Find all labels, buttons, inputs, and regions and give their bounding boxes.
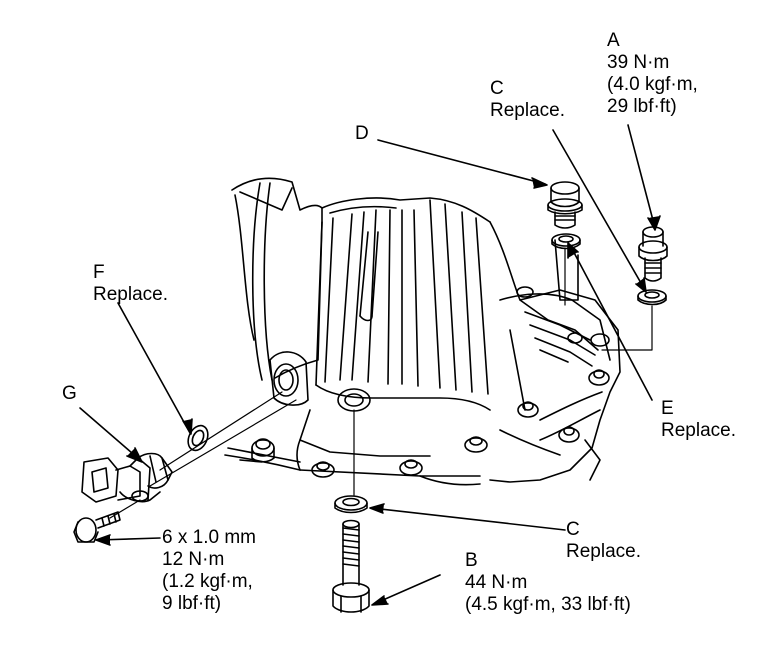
callout-a-letter: A — [607, 30, 620, 51]
plug-d — [547, 181, 583, 229]
washer-c-lower — [334, 495, 368, 514]
bolt-spec-line-1: 6 x 1.0 mm — [162, 527, 256, 548]
washer-c-upper — [637, 289, 667, 306]
callout-e-letter: E — [661, 398, 674, 419]
callout-a: A 39 N·m (4.0 kgf·m, 29 lbf·ft) — [607, 30, 698, 118]
callout-f: F Replace. — [93, 262, 168, 306]
callout-d-letter: D — [355, 123, 369, 144]
callout-a-line-2: (4.0 kgf·m, — [607, 74, 698, 95]
callout-c-top-letter: C — [490, 78, 504, 99]
callout-bolt-spec: 6 x 1.0 mm 12 N·m (1.2 kgf·m, 9 lbf·ft) — [162, 527, 256, 615]
bolt-spec-line-4: 9 lbf·ft) — [162, 593, 222, 614]
sensor-bolt — [73, 511, 121, 543]
callout-f-letter: F — [93, 262, 105, 283]
callout-g-letter: G — [62, 383, 77, 404]
washer-e — [551, 233, 581, 250]
callout-b: B 44 N·m (4.5 kgf·m, 33 lbf·ft) — [465, 550, 631, 616]
callout-b-letter: B — [465, 550, 478, 571]
drain-bolt-b — [332, 519, 370, 613]
callout-c-bottom-line-1: Replace. — [566, 541, 641, 562]
bolt-spec-line-3: (1.2 kgf·m, — [162, 571, 253, 592]
callout-b-line-2: (4.5 kgf·m, 33 lbf·ft) — [465, 594, 631, 615]
callout-b-line-1: 44 N·m — [465, 572, 528, 593]
callout-f-line-1: Replace. — [93, 284, 168, 305]
callout-c-bottom-letter: C — [566, 519, 580, 540]
callout-e-line-1: Replace. — [661, 420, 736, 441]
callout-a-line-3: 29 lbf·ft) — [607, 96, 677, 117]
plug-a — [638, 226, 668, 282]
bolt-spec-line-2: 12 N·m — [162, 549, 225, 570]
callout-a-line-1: 39 N·m — [607, 52, 670, 73]
callout-d: D — [355, 123, 369, 145]
callout-c-top-line-1: Replace. — [490, 100, 565, 121]
leader-lines — [79, 124, 661, 606]
speed-sensor-g — [81, 452, 173, 503]
callout-g: G — [62, 383, 77, 405]
transmission-case — [224, 177, 621, 486]
callout-c-top: C Replace. — [490, 78, 565, 122]
callout-e: E Replace. — [661, 398, 736, 442]
callout-c-bottom: C Replace. — [566, 519, 641, 563]
alignment-lines — [109, 247, 653, 519]
